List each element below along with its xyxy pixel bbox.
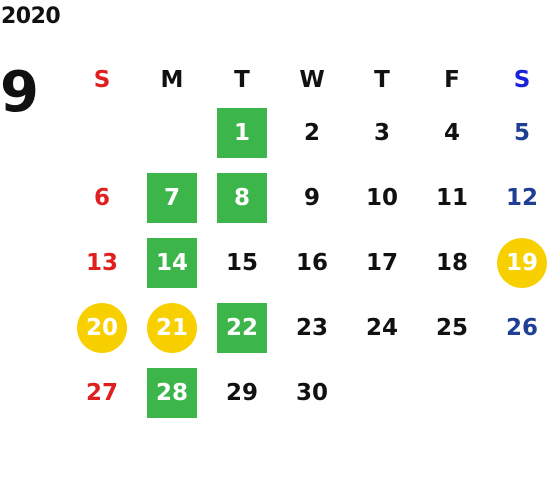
weekday-header: T <box>374 67 390 93</box>
calendar-day[interactable]: 25 <box>435 314 468 341</box>
calendar-day[interactable]: 23 <box>295 314 328 341</box>
calendar-day[interactable]: 17 <box>365 249 398 276</box>
weekday-header: S <box>513 67 531 93</box>
calendar-month: 9 <box>0 60 39 125</box>
weekday-header: M <box>160 67 184 93</box>
calendar-day[interactable]: 26 <box>505 314 538 341</box>
calendar-day[interactable]: 14 <box>147 237 197 288</box>
calendar-day[interactable]: 8 <box>217 172 267 223</box>
weekday-header: T <box>234 67 250 93</box>
calendar-day[interactable]: 11 <box>435 184 468 211</box>
calendar-day[interactable]: 19 <box>497 237 547 288</box>
calendar-day[interactable]: 27 <box>85 379 118 406</box>
calendar-day[interactable]: 12 <box>505 184 538 211</box>
calendar-year: 2020 <box>1 4 61 29</box>
calendar-day[interactable]: 3 <box>373 119 390 146</box>
calendar-day[interactable]: 21 <box>147 302 197 353</box>
calendar-day[interactable]: 22 <box>217 302 267 353</box>
calendar-day[interactable]: 6 <box>93 184 110 211</box>
calendar-day[interactable]: 16 <box>295 249 328 276</box>
calendar-day[interactable]: 30 <box>295 379 328 406</box>
calendar-day[interactable]: 18 <box>435 249 468 276</box>
calendar-day[interactable]: 9 <box>303 184 320 211</box>
weekday-header: W <box>299 67 325 93</box>
calendar-day[interactable]: 24 <box>365 314 398 341</box>
calendar-day[interactable]: 28 <box>147 367 197 418</box>
calendar-day[interactable]: 29 <box>225 379 258 406</box>
calendar-day[interactable]: 2 <box>303 119 320 146</box>
calendar-day[interactable]: 7 <box>147 172 197 223</box>
calendar-day[interactable]: 1 <box>217 107 267 158</box>
weekday-header: F <box>444 67 460 93</box>
calendar-day[interactable]: 15 <box>225 249 258 276</box>
empty-day-cell <box>147 108 197 158</box>
empty-day-cell <box>77 108 127 158</box>
calendar-day[interactable]: 10 <box>365 184 398 211</box>
calendar-day[interactable]: 20 <box>77 302 127 353</box>
calendar-day[interactable]: 5 <box>513 119 530 146</box>
weekday-header: S <box>93 67 111 93</box>
calendar-day[interactable]: 4 <box>443 119 460 146</box>
calendar-day[interactable]: 13 <box>85 249 118 276</box>
